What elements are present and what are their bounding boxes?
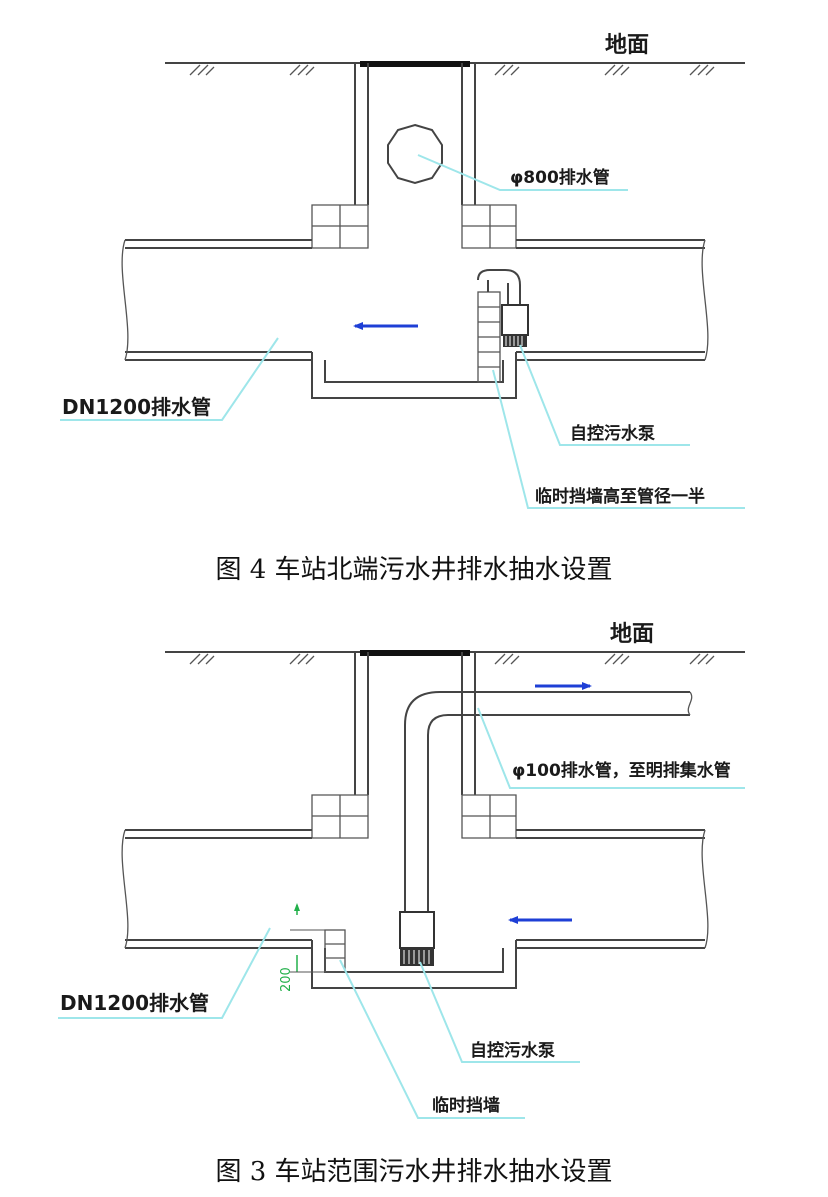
pipe-100: [404, 691, 690, 912]
pipe-breaks: [121, 239, 709, 361]
pipe-100-break: [687, 691, 693, 716]
ground-label: 地面: [610, 622, 654, 647]
dn1200-label: DN1200排水管: [62, 395, 211, 419]
leader-wall: [339, 959, 525, 1119]
right-shoulder: [461, 204, 517, 249]
pump-label: 自控污水泵: [470, 1040, 555, 1061]
leader-pipe-100: [477, 707, 745, 789]
figure-4: 地面 φ800排水管 DN1200排水管 自控污水泵 临时挡墙高至管径一半 图 …: [60, 33, 745, 585]
leader-dn1200: [58, 927, 271, 1019]
leader-pump: [519, 344, 690, 446]
sewage-pump: [477, 269, 529, 347]
temporary-wall: [324, 929, 346, 973]
figure-3: 200 地面 φ100排水管，至明排集水管 DN1200排水管 自控污水泵 临时…: [58, 622, 745, 1187]
dn1200-pipe-bottom: [125, 351, 705, 361]
ground-hatch: [189, 64, 715, 76]
manhole-cover: [360, 61, 470, 67]
ground-hatch: [189, 653, 715, 665]
dimension-label: 200: [279, 967, 294, 992]
wall-label: 临时挡墙: [432, 1095, 500, 1116]
pipe-800-label: φ800排水管: [510, 167, 610, 188]
leader-wall: [492, 369, 745, 509]
dimension-200: [290, 903, 325, 973]
figure-4-caption: 图 4 车站北端污水井排水抽水设置: [215, 555, 612, 585]
manhole-shaft: [354, 652, 476, 795]
dn1200-label: DN1200排水管: [60, 991, 209, 1015]
wall-label: 临时挡墙高至管径一半: [535, 486, 705, 507]
left-shoulder: [311, 794, 369, 839]
ground-label: 地面: [605, 33, 649, 58]
dn1200-pipe-top: [125, 239, 705, 249]
pipe-breaks: [121, 829, 709, 949]
sewage-pump: [399, 911, 435, 966]
pipe-800-section: [387, 123, 443, 185]
well-sump: [311, 352, 517, 399]
figure-3-caption: 图 3 车站范围污水井排水抽水设置: [215, 1157, 612, 1187]
pump-label: 自控污水泵: [570, 423, 655, 444]
dn1200-pipe-bottom: [125, 939, 705, 949]
right-shoulder: [461, 794, 517, 839]
leader-dn1200: [60, 337, 279, 421]
pipe-100-label: φ100排水管，至明排集水管: [512, 760, 731, 781]
temporary-wall: [477, 291, 501, 383]
leader-pump: [419, 961, 580, 1063]
leader-pipe-800: [417, 154, 628, 191]
left-shoulder: [311, 204, 369, 249]
dn1200-pipe-top: [125, 829, 705, 839]
manhole-cover: [360, 650, 470, 656]
manhole-shaft: [354, 63, 476, 205]
